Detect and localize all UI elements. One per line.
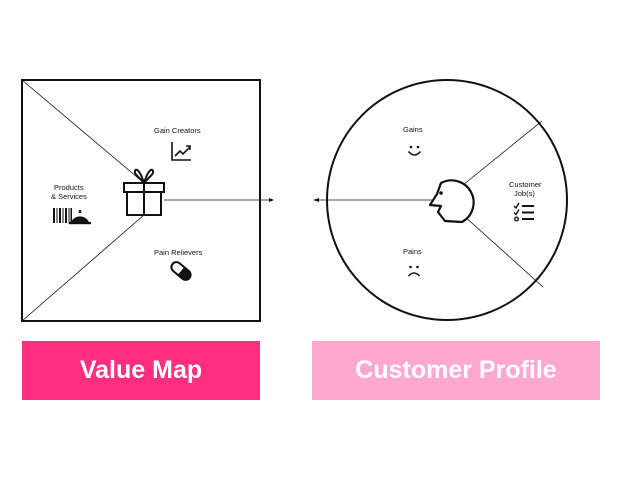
- customer-profile-banner: Customer Profile: [312, 341, 600, 400]
- face-profile-icon: [428, 179, 475, 224]
- value-map-banner: Value Map: [22, 341, 260, 400]
- gift-icon: [123, 168, 165, 216]
- checklist-icon: [513, 202, 534, 222]
- cloche-icon: [69, 210, 91, 225]
- products-services-label-line1: Products: [54, 183, 84, 192]
- value-map-square: [21, 79, 261, 322]
- customer-profile-connector-arrowhead: [313, 198, 319, 202]
- pains-label: Pains: [403, 247, 422, 256]
- smile-icon: [407, 145, 422, 156]
- gains-label: Gains: [403, 125, 423, 134]
- pill-icon: [170, 261, 192, 281]
- customer-profile-divider-top: [462, 120, 543, 186]
- trend-up-chart-icon: [171, 142, 191, 161]
- gain-creators-label: Gain Creators: [154, 126, 201, 135]
- pain-relievers-label: Pain Relievers: [154, 248, 203, 257]
- frown-icon: [407, 265, 421, 277]
- value-map: Gain Creators Products & Services Pain R…: [21, 79, 274, 322]
- customer-profile-divider-bottom: [462, 214, 544, 288]
- customer-jobs-label-line1: Customer: [509, 180, 542, 189]
- customer-jobs-label-line2: Job(s): [514, 189, 535, 198]
- value-map-diagonal-bottom: [21, 214, 145, 322]
- customer-profile: Gains Customer Job(s) Pains: [313, 79, 568, 321]
- products-services-label-line2: & Services: [51, 192, 87, 201]
- barcode-icon: [53, 208, 72, 223]
- value-map-diagonal-top: [21, 79, 145, 184]
- value-map-connector-arrowhead: [269, 198, 274, 202]
